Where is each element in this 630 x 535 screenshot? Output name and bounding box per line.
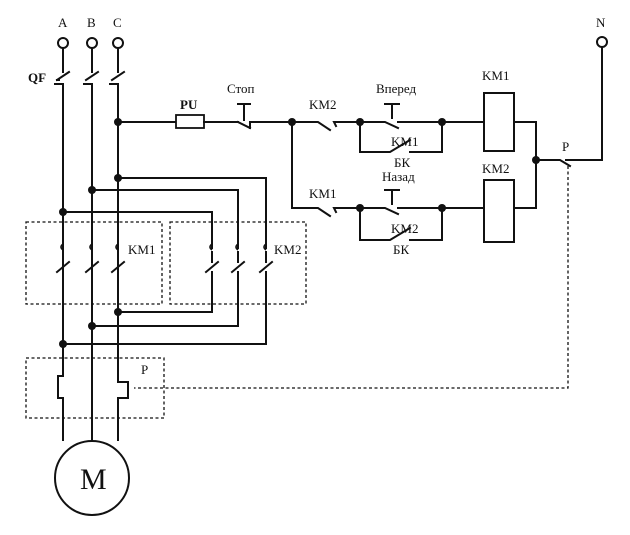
thermal-relay-box: [25, 357, 165, 419]
label-phase-a: A: [58, 15, 68, 30]
terminal-a: [57, 37, 69, 49]
label-bk-lower: БК: [393, 242, 409, 257]
label-km2-hold: KM2: [391, 221, 418, 236]
label-km2-contacts: KM2: [274, 242, 301, 257]
label-km1-contacts: KM1: [128, 242, 155, 257]
label-km2-nc-contact: KM2: [309, 97, 336, 112]
km2-coil: [483, 179, 515, 243]
label-breaker-qf: QF: [28, 70, 46, 85]
motor-feed: [25, 299, 165, 441]
label-relay-p-contact: P: [562, 139, 569, 154]
control-circuit: [134, 46, 603, 389]
breaker-qf: [54, 47, 126, 327]
label-neutral: N: [596, 15, 606, 30]
label-km1-coil: KM1: [482, 68, 509, 83]
label-relay-p: P: [141, 362, 148, 377]
km1-main-contacts: [25, 221, 163, 305]
motor-symbol: [54, 440, 130, 516]
label-km2-coil: KM2: [482, 161, 509, 176]
km1-contacts-box: [25, 221, 163, 305]
label-forward: Вперед: [376, 81, 416, 96]
motor: [54, 440, 130, 516]
phase-distribution: [59, 87, 267, 313]
label-fuse-pu: PU: [180, 97, 198, 112]
terminal-c: [112, 37, 124, 49]
label-phase-b: B: [87, 15, 96, 30]
terminal-b: [86, 37, 98, 49]
supply-terminals: [57, 36, 608, 49]
label-backward: Назад: [382, 169, 415, 184]
label-km1-nc-contact: KM1: [309, 186, 336, 201]
km1-coil: [483, 92, 515, 152]
km2-main-contacts: [59, 221, 307, 348]
label-stop: Стоп: [227, 81, 255, 96]
label-bk-upper: БК: [394, 155, 410, 170]
label-motor: M: [80, 463, 107, 496]
terminal-n: [596, 36, 608, 48]
fuse-pu: [175, 114, 205, 129]
label-km1-hold: KM1: [391, 134, 418, 149]
label-phase-c: C: [113, 15, 122, 30]
